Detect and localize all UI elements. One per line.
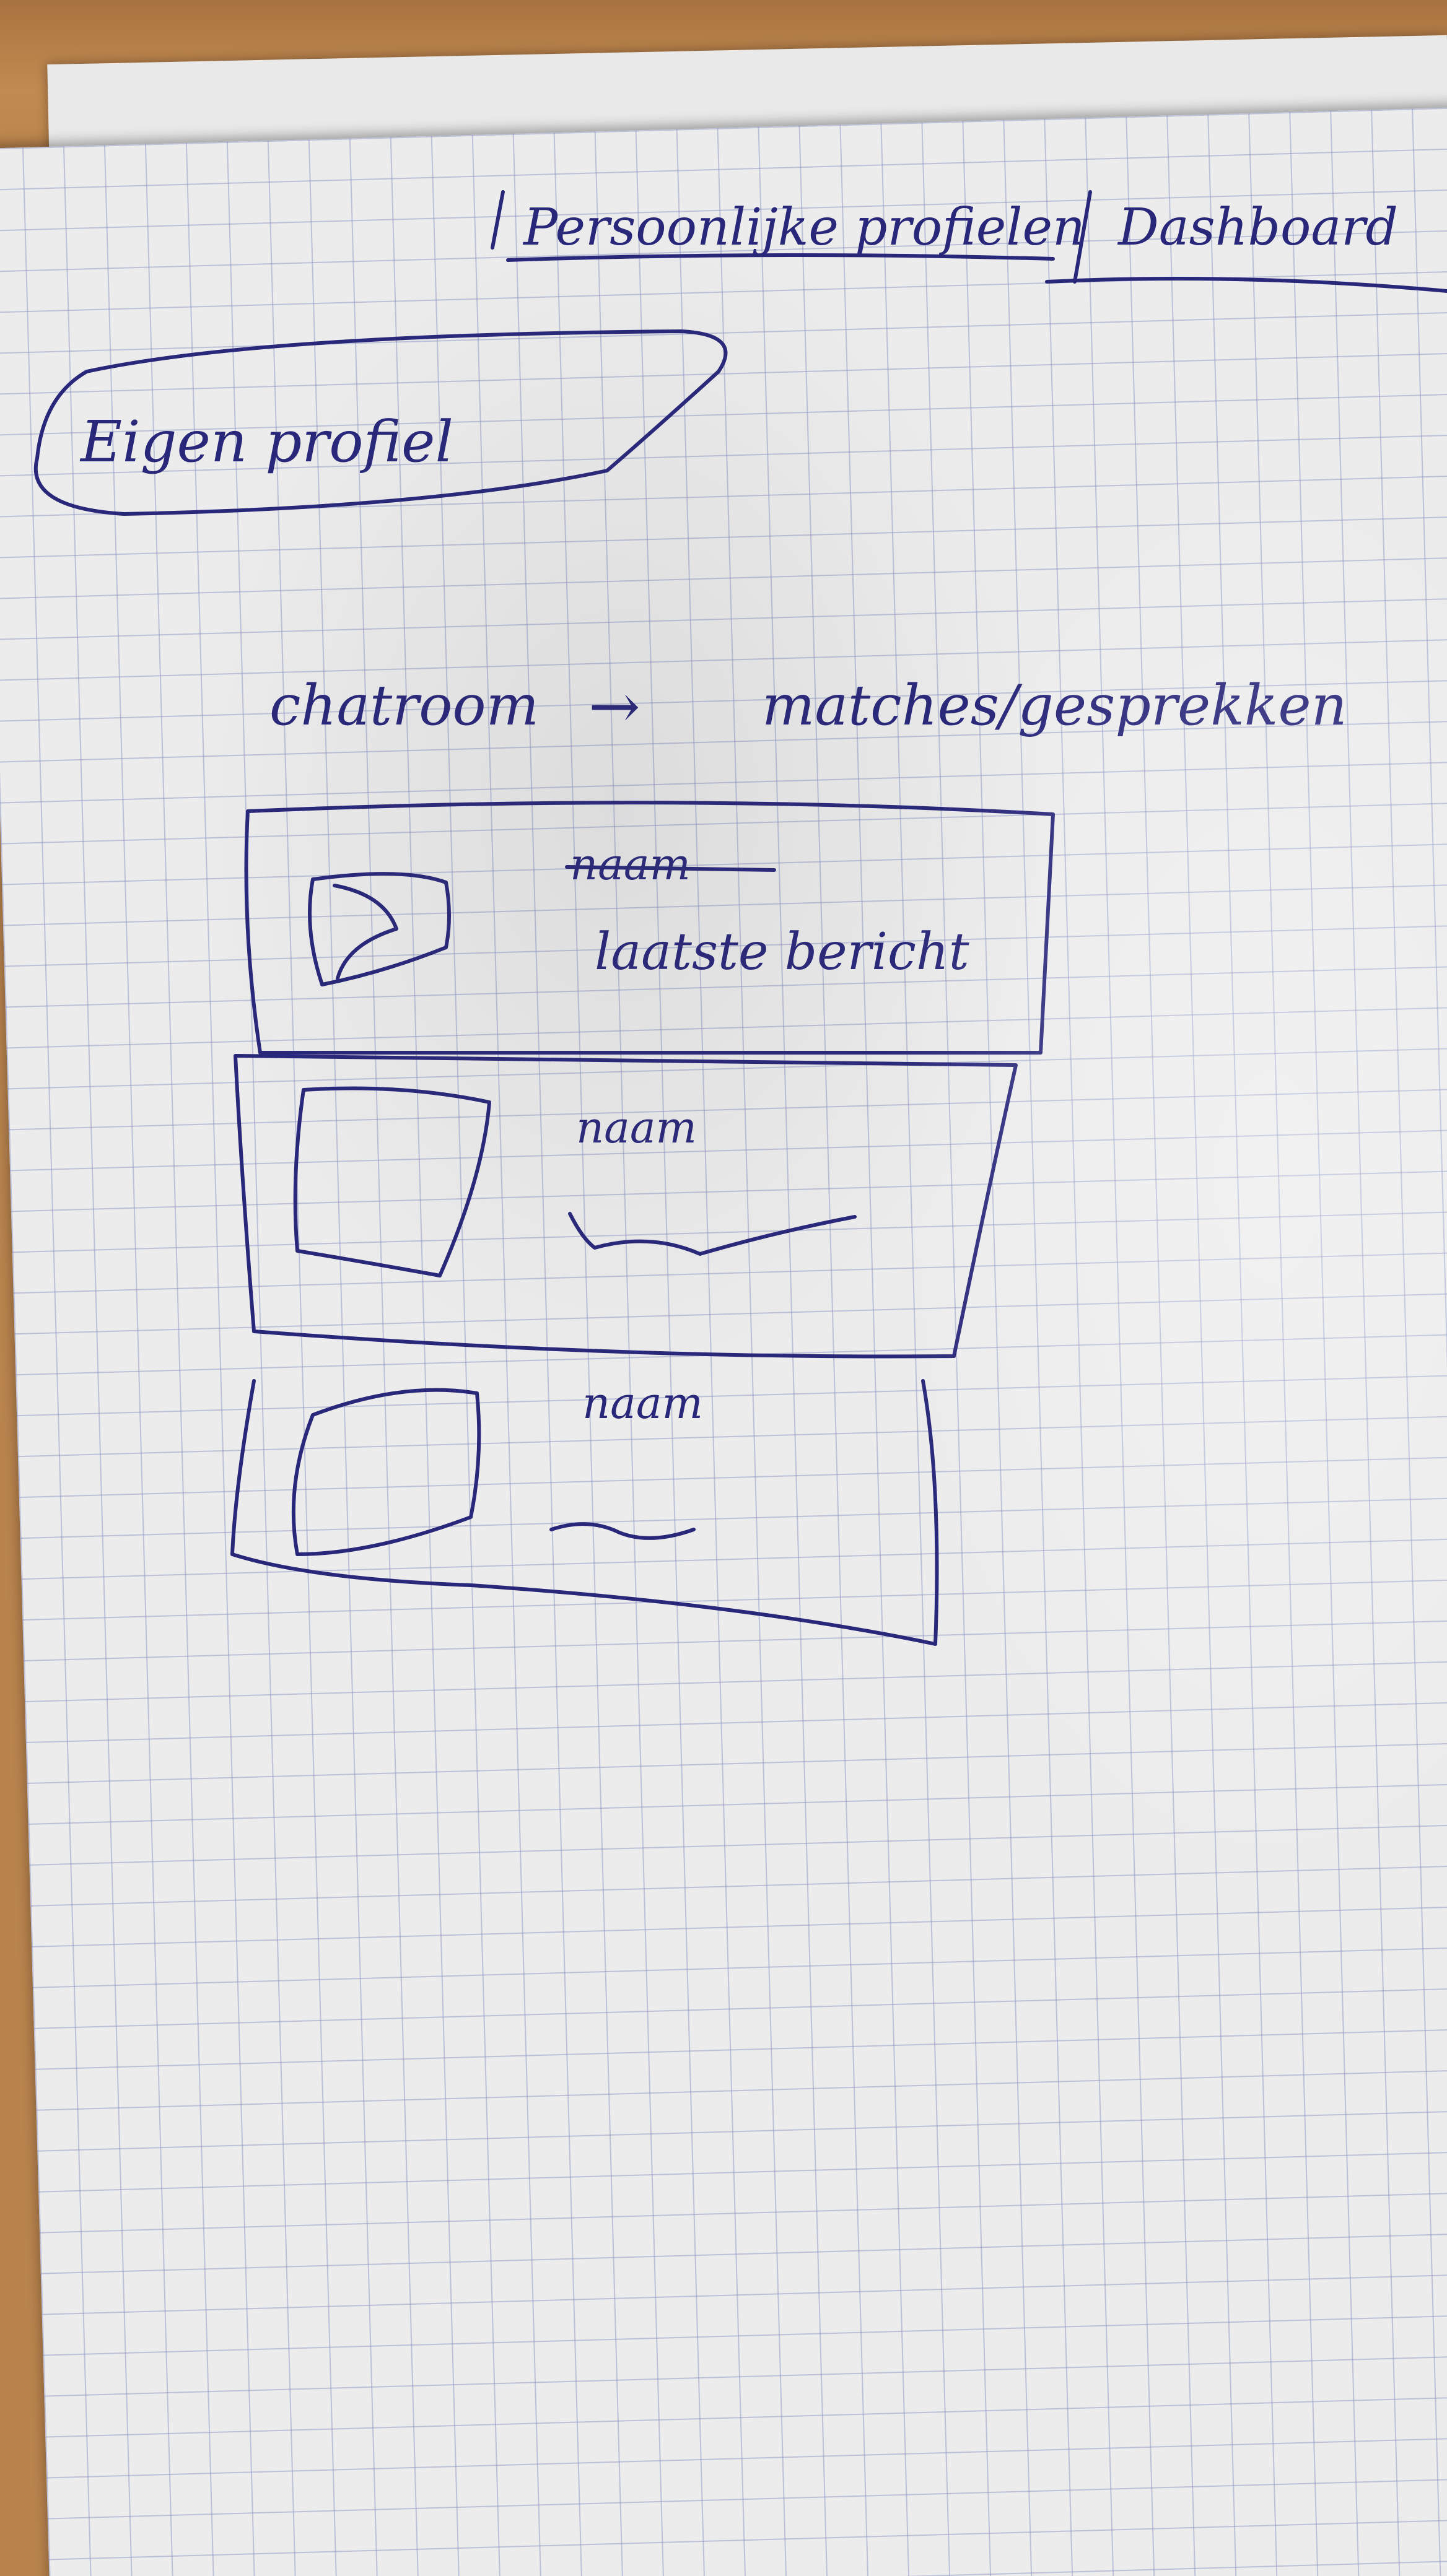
- chat-name: naam: [582, 1378, 703, 1429]
- chat-card-outline: [230, 1379, 939, 1646]
- avatar-placeholder-mark: [333, 884, 398, 980]
- chatroom-label: chatroom: [269, 673, 539, 738]
- tab-underline: [1045, 277, 1447, 293]
- eigen-profiel-button[interactable]: Eigen profiel: [33, 329, 728, 516]
- avatar: [293, 1086, 491, 1277]
- chat-list-item[interactable]: naam laatste bericht: [244, 801, 1055, 1055]
- matches-gesprekken-label[interactable]: matches/gesprekken: [762, 673, 1347, 738]
- chat-name: naam: [570, 839, 691, 890]
- chat-name: naam: [576, 1102, 697, 1153]
- chatroom-heading: chatroom → matches/gesprekken: [269, 670, 1347, 742]
- tab-persoonlijke-profielen[interactable]: Persoonlijke profielen: [522, 198, 1085, 257]
- tab-separator-right: [1073, 190, 1092, 284]
- chat-last-message: laatste bericht: [595, 923, 970, 981]
- chat-card-outline: [234, 1054, 1018, 1359]
- tab-separator-left: [491, 190, 505, 250]
- arrow-icon: →: [588, 670, 640, 742]
- name-strike: [565, 865, 776, 872]
- message-scribble: [549, 1522, 696, 1540]
- tab-underline-active: [506, 253, 1055, 262]
- tab-dashboard[interactable]: Dashboard: [1117, 198, 1398, 257]
- chat-card-outline: [244, 801, 1055, 1055]
- pill-button-outline: [33, 329, 728, 516]
- message-scribble: [568, 1212, 857, 1256]
- pill-button-label: Eigen profiel: [79, 409, 453, 475]
- avatar: [291, 1388, 481, 1556]
- chat-list-item[interactable]: naam: [234, 1054, 1018, 1359]
- avatar: [308, 872, 451, 986]
- header-tabs: Persoonlijke profielen Dashboard: [491, 190, 1447, 293]
- chat-list-item[interactable]: naam: [230, 1378, 939, 1646]
